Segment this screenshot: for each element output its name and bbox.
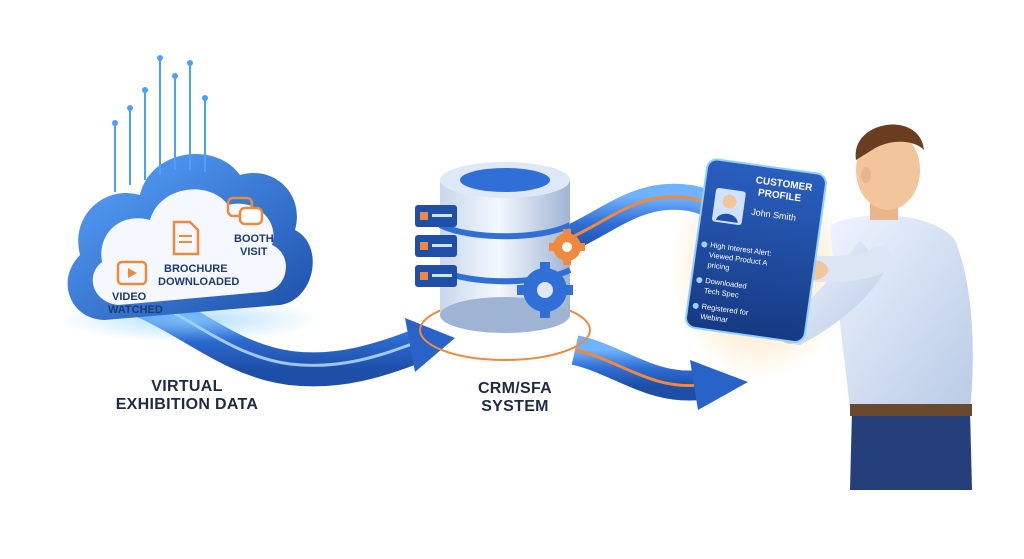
cloud-item-brochure-line2: DOWNLOADED (158, 276, 239, 288)
server-panel-icon (415, 205, 457, 287)
gear-icon (517, 229, 585, 318)
crm-database (415, 162, 591, 361)
virtual-label-line1: VIRTUAL (151, 378, 223, 395)
profile-entry-3-line2: Webinar (700, 312, 729, 325)
crm-sfa-system-label: CRM/SFA SYSTEM (445, 380, 585, 416)
cloud-data-source: VIDEO WATCHED BROCHURE DOWNLOADED BOOTH … (60, 55, 320, 342)
cloud-item-booth-line1: BOOTH (234, 233, 274, 245)
cloud-item-video: VIDEO WATCHED (108, 260, 163, 316)
video-play-icon (116, 260, 148, 286)
crm-label-line1: CRM/SFA (477, 380, 553, 397)
cloud-item-video-line2: WATCHED (108, 304, 163, 316)
profile-entry-1-line3: pricing (707, 260, 730, 272)
crm-label-line2: SYSTEM (481, 398, 549, 415)
cloud-item-brochure: BROCHURE DOWNLOADED (158, 220, 239, 288)
cloud-item-brochure-line1: BROCHURE (164, 263, 228, 275)
cloud-item-booth: BOOTH VISIT (226, 196, 274, 258)
cloud-item-video-line1: VIDEO (112, 291, 147, 303)
flow-arrow-lower (571, 335, 748, 410)
virtual-exhibition-data-label: VIRTUAL EXHIBITION DATA (92, 378, 282, 414)
document-icon (172, 220, 200, 256)
profile-entry: High Interest Alert: Viewed Product A pr… (701, 240, 772, 272)
customer-profile-card: CUSTOMER PROFILE John Smith High Interes… (685, 158, 827, 343)
cloud-item-booth-line2: VISIT (240, 246, 268, 258)
virtual-label-line2: EXHIBITION DATA (115, 396, 259, 413)
